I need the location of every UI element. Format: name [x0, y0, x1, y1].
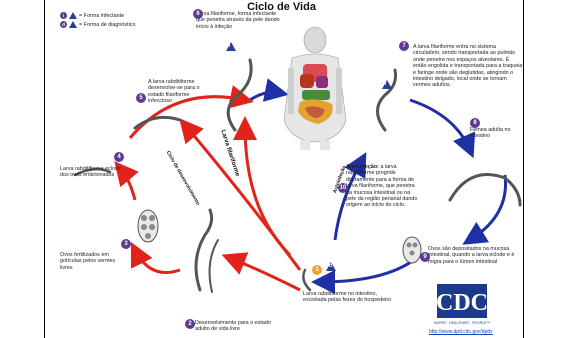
- larva-in-stool-1: [303, 270, 310, 290]
- step-badge-5: 5: [136, 93, 146, 103]
- caption-step-1: Larva rabditiforme no intestino, excreta…: [303, 291, 398, 304]
- step-badge-6: 6: [193, 9, 203, 19]
- step-badge-3: 3: [121, 239, 131, 249]
- caption-step-2: Desenvolvimento para o estado adulto de …: [195, 320, 275, 333]
- caption-step-5: A larva rabditiforme desenvolve-se para …: [148, 79, 208, 105]
- caption-step-6: Larva filariforme, forma infectante que …: [196, 11, 286, 30]
- human-host-icon: [284, 27, 346, 150]
- filariform-larva-7: [378, 70, 396, 130]
- egg-cluster-3: [138, 210, 158, 242]
- free-living-adult-worm-b: [210, 240, 218, 292]
- adult-female-8: [450, 174, 520, 205]
- filariform-larva-6: [228, 60, 251, 130]
- caption-step-9: Ovos são depositados na mucosa intestina…: [428, 246, 521, 265]
- caption-step-10: Autoinfeção: a larva rabditiforme progri…: [346, 164, 421, 209]
- step-badge-7: 7: [399, 41, 409, 51]
- caption-step-8: Fêmea adulta no intestino: [470, 127, 520, 140]
- caption-step-3: Ovos fertilizados em gotículas pelos ver…: [60, 252, 120, 271]
- step-badge-2: 2: [185, 319, 195, 329]
- cdc-url-link[interactable]: http://www.dpd.cdc.gov/dpdx: [429, 329, 493, 335]
- caption-step-4: Larva rabditiforme eclode dos ovos embri…: [60, 166, 122, 179]
- egg-cluster-9: [403, 237, 421, 263]
- step-badge-8: 8: [470, 118, 480, 128]
- rhabditiform-larva-5: [135, 117, 180, 128]
- infective-stage-icon: i: [382, 80, 392, 89]
- step-badge-4: 4: [114, 152, 124, 162]
- cdc-logo: CDC SAFER · HEALTHIER · PEOPLE™: [431, 284, 493, 334]
- cdc-logo-tagline: SAFER · HEALTHIER · PEOPLE™: [434, 321, 490, 325]
- step-badge-1: 1: [312, 265, 322, 275]
- diagnostic-stage-icon: d: [326, 262, 336, 271]
- caption-step-7: A larva filariforme entra no sistema cir…: [413, 44, 523, 89]
- autoinfection-heading: Autoinfeção:: [346, 164, 379, 170]
- cdc-logo-letters: CDC: [436, 290, 488, 316]
- infective-stage-icon: i: [226, 42, 236, 51]
- step-badge-9: 9: [420, 252, 430, 262]
